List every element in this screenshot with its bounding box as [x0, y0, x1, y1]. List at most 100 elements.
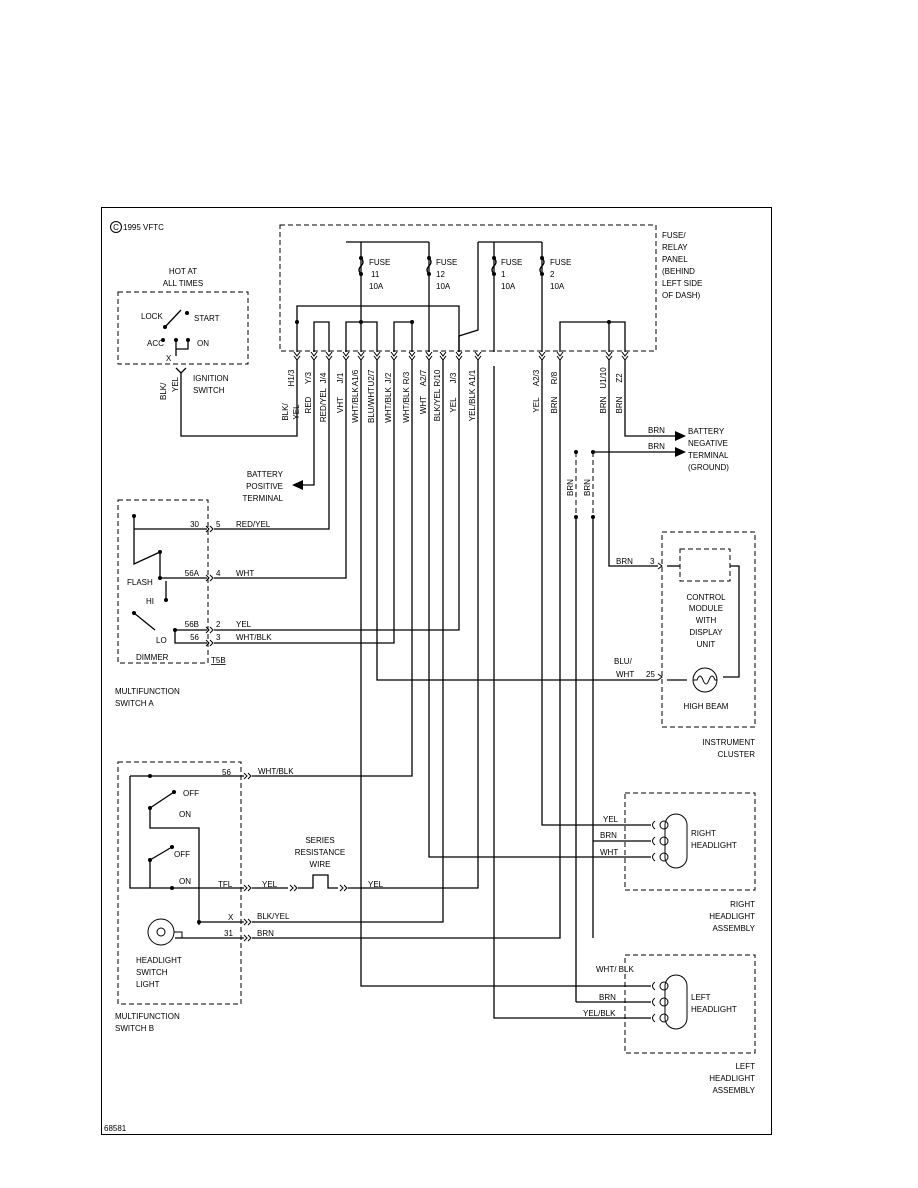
right-headlight-wire: YEL: [603, 815, 619, 824]
battery-negative-line: NEGATIVE: [688, 439, 728, 448]
multifunction-switch-b: MULTIFUNCTION SWITCH B OFF ON OFF ON HEA…: [115, 366, 561, 1033]
fuse-12-line: FUSE: [436, 258, 457, 267]
left-headlight-assembly-name: ASSEMBLY: [712, 1086, 755, 1095]
panel-connector-pin: [455, 351, 463, 361]
switch-a-pin: 5: [216, 520, 221, 529]
cluster-name: INSTRUMENT: [703, 738, 756, 747]
switch-b-off-label: OFF: [174, 850, 190, 859]
fuse-1-line: 1: [501, 270, 506, 279]
switch-a-term: 56A: [185, 569, 200, 578]
panel-wire-color: WHT: [419, 396, 428, 414]
fuse-panel-label-line: LEFT SIDE: [662, 279, 702, 288]
cluster-pin3-wire: BRN: [616, 557, 633, 566]
headlight-switch-light-icon: [147, 918, 183, 946]
cluster-pin3: 3: [650, 557, 655, 566]
switch-b-wire: WHT/BLK: [258, 767, 294, 776]
switch-b-light-line: SWITCH: [136, 968, 168, 977]
panel-wire-color: BLK/YEL: [433, 388, 442, 421]
panel-connector-pin: [342, 351, 350, 361]
fuse-2-label: FUSE 2 10A: [550, 258, 571, 291]
battery-negative-wire: BRN: [648, 442, 665, 451]
right-headlight-wire: WHT: [600, 848, 618, 857]
ignition-wire-color: BLK/: [159, 382, 168, 400]
copyright-icon: [110, 221, 122, 233]
panel-connector-id: R/10: [433, 369, 442, 386]
panel-connector-id: A2/3: [532, 369, 541, 386]
instrument-cluster: 3 BRN CONTROL MODULE WITH DISPLAY UNIT 2…: [376, 366, 756, 759]
ignition-on-label: ON: [197, 339, 209, 348]
panel-connector-id: U2/7: [367, 369, 376, 386]
panel-connector-pin: [556, 351, 564, 361]
battery-positive-line: BATTERY: [247, 470, 284, 479]
left-headlight-name: LEFT: [691, 993, 711, 1002]
switch-b-wire: YEL: [368, 880, 384, 889]
series-resistance-line: WIRE: [310, 860, 331, 869]
panel-connector-pin: [439, 351, 447, 361]
switch-b-pin: 56: [222, 768, 231, 777]
ignition-wire-color: YEL: [171, 376, 180, 392]
panel-connector-pin: [293, 351, 301, 361]
panel-connector-id: H1/3: [287, 369, 296, 386]
fuse-panel-label-line: FUSE/: [662, 231, 686, 240]
battery-negative: BRN BRN BATTERY NEGATIVE TERMINAL (GROUN…: [566, 366, 729, 1002]
left-headlight-name: HEADLIGHT: [691, 1005, 737, 1014]
panel-connector-pin: [310, 351, 318, 361]
fuse-11-line: 11: [371, 270, 380, 279]
series-resistance-line: SERIES: [305, 836, 334, 845]
panel-connector-pin: [474, 351, 482, 361]
ignition-switch-box: [117, 291, 249, 365]
panel-connector-pin: [357, 351, 365, 361]
ignition-x-label: X: [166, 354, 172, 363]
panel-connector-row: H1/3BLK/YELY/3REDJ/4RED/YELJ/1VHTA1/6WHT…: [281, 351, 629, 423]
control-module-line: UNIT: [697, 640, 716, 649]
panel-wire-color: RED/YEL: [319, 387, 328, 422]
panel-connector-id: Y/3: [304, 371, 313, 384]
fuse-1-label: FUSE 1 10A: [501, 258, 522, 291]
fuse-12-label: FUSE 12 10A: [436, 258, 457, 291]
switch-a-hi: HI: [146, 597, 154, 606]
switch-a-pin: 4: [216, 569, 221, 578]
panel-connector-pin: [373, 351, 381, 361]
panel-connector-id: R/8: [550, 371, 559, 384]
cluster-pin25: 25: [646, 670, 655, 679]
switch-a-name: SWITCH A: [115, 699, 154, 708]
switch-b-light-line: LIGHT: [136, 980, 160, 989]
panel-wire-color: BRN: [550, 396, 559, 413]
panel-wire-color: VHT: [336, 397, 345, 413]
fuse-11-label: FUSE 11 10A: [369, 258, 390, 291]
high-beam-bulb-icon: [692, 667, 718, 693]
fuse-panel-box: [279, 224, 657, 352]
switch-b-light-line: HEADLIGHT: [136, 956, 182, 965]
panel-wire-color: YEL/BLK: [468, 388, 477, 421]
panel-connector-pin: [605, 351, 613, 361]
battery-positive-line: POSITIVE: [246, 482, 283, 491]
switch-a-term: 30: [190, 520, 199, 529]
cluster-name: CLUSTER: [718, 750, 756, 759]
ignition-acc-label: ACC: [147, 339, 164, 348]
right-headlight-assembly-name: RIGHT: [730, 900, 755, 909]
right-headlight-bulb-icon: [659, 813, 688, 869]
panel-connector-id: A1/6: [351, 369, 360, 386]
switch-b-name: SWITCH B: [115, 1024, 154, 1033]
switch-a-wire: WHT/BLK: [236, 633, 272, 642]
switch-a-wire: RED/YEL: [236, 520, 271, 529]
right-headlight-box: [624, 792, 756, 891]
switch-a-box: [117, 499, 209, 664]
switch-a-wire: YEL: [236, 620, 252, 629]
panel-connector-id: J/3: [449, 372, 458, 383]
panel-wire-color: BLU/WHT: [367, 387, 376, 423]
switch-b-pin: 31: [224, 929, 233, 938]
left-headlight-bulb-icon: [659, 974, 688, 1030]
panel-wire-color: WHT/BLK: [402, 387, 411, 423]
switch-b-on-label: ON: [179, 877, 191, 886]
panel-wire-color: YEL: [449, 397, 458, 413]
left-headlight-wire: YEL/BLK: [583, 1009, 616, 1018]
ignition-lock-label: LOCK: [141, 312, 163, 321]
panel-wire-color: BLK/: [281, 403, 290, 421]
ground-wire-color: BRN: [566, 479, 575, 496]
right-headlight-assembly-name: ASSEMBLY: [712, 924, 755, 933]
panel-connector-pin: [538, 351, 546, 361]
high-beam-label: HIGH BEAM: [684, 702, 729, 711]
switch-b-name: MULTIFUNCTION: [115, 1012, 180, 1021]
